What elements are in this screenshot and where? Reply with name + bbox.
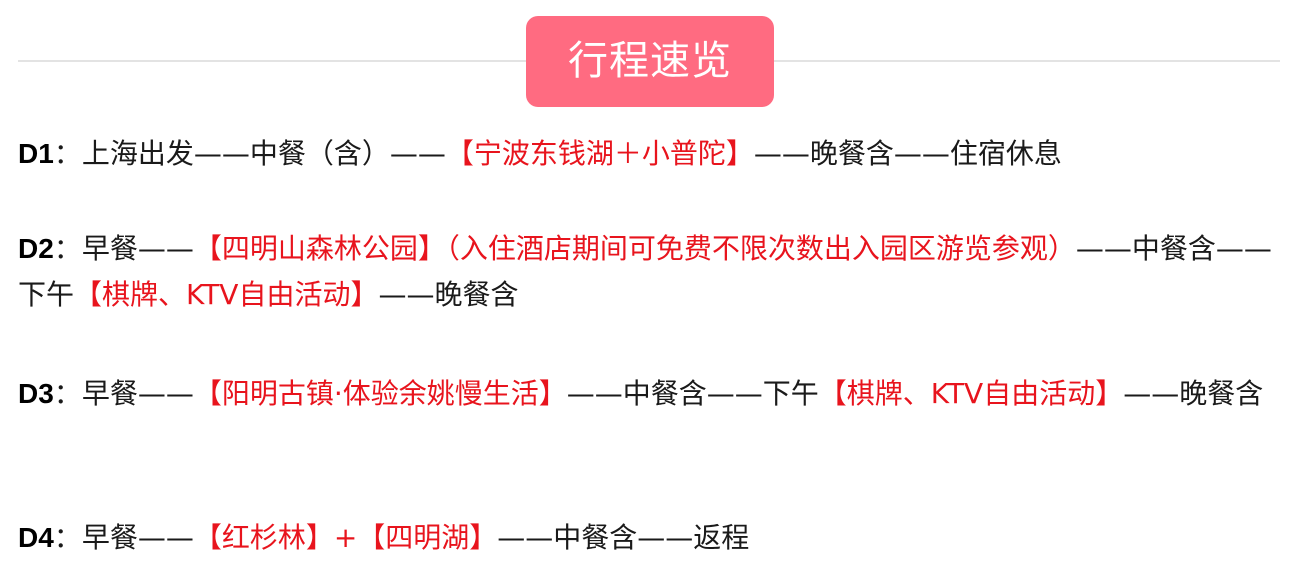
itinerary-day-1: D1：上海出发——中餐（含）——【宁波东钱湖＋小普陀】——晚餐含——住宿休息 [18,131,1282,177]
highlight-activity: 【棋牌、KTV自由活动】 [74,278,379,311]
day-label: D3 [18,378,54,409]
itinerary-text: ——晚餐含——住宿休息 [753,137,1062,170]
itinerary-text: ——中餐含——下午 [566,377,819,410]
highlight-activity: 【棋牌、KTV自由活动】 [818,377,1124,410]
day-colon: ： [53,377,82,410]
day-colon: ： [53,521,82,554]
page-title: 行程速览 [526,16,774,107]
highlight-attraction: 【四明山森林公园】（入住酒店期间可免费不限次数出入园区游览参观） [193,232,1076,265]
itinerary-day-3: D3：早餐——【阳明古镇·体验余姚慢生活】——中餐含——下午【棋牌、KTV自由活… [18,371,1282,417]
itinerary-text: 早餐—— [81,377,194,410]
itinerary-text: ——晚餐含 [1123,377,1264,410]
day-colon: ： [53,137,82,170]
highlight-attraction: 【阳明古镇·体验余姚慢生活】 [193,377,567,410]
itinerary-text: 上海出发——中餐（含）—— [81,137,446,170]
day-colon: ： [53,232,82,265]
highlight-attraction: 【红杉林】+【四明湖】 [193,521,498,554]
itinerary-day-4: D4：早餐——【红杉林】+【四明湖】——中餐含——返程 [18,515,1282,561]
itinerary-day-2: D2：早餐——【四明山森林公园】（入住酒店期间可免费不限次数出入园区游览参观）—… [18,226,1282,318]
day-label: D2 [18,233,54,264]
itinerary-text: 早餐—— [81,521,194,554]
itinerary-text: 早餐—— [81,232,194,265]
itinerary-text: ——中餐含——下午 [18,232,1272,311]
itinerary-text: ——中餐含——返程 [497,521,750,554]
day-label: D1 [18,138,54,169]
day-label: D4 [18,522,54,553]
itinerary-text: ——晚餐含 [378,278,519,311]
highlight-attraction: 【宁波东钱湖＋小普陀】 [445,137,754,170]
